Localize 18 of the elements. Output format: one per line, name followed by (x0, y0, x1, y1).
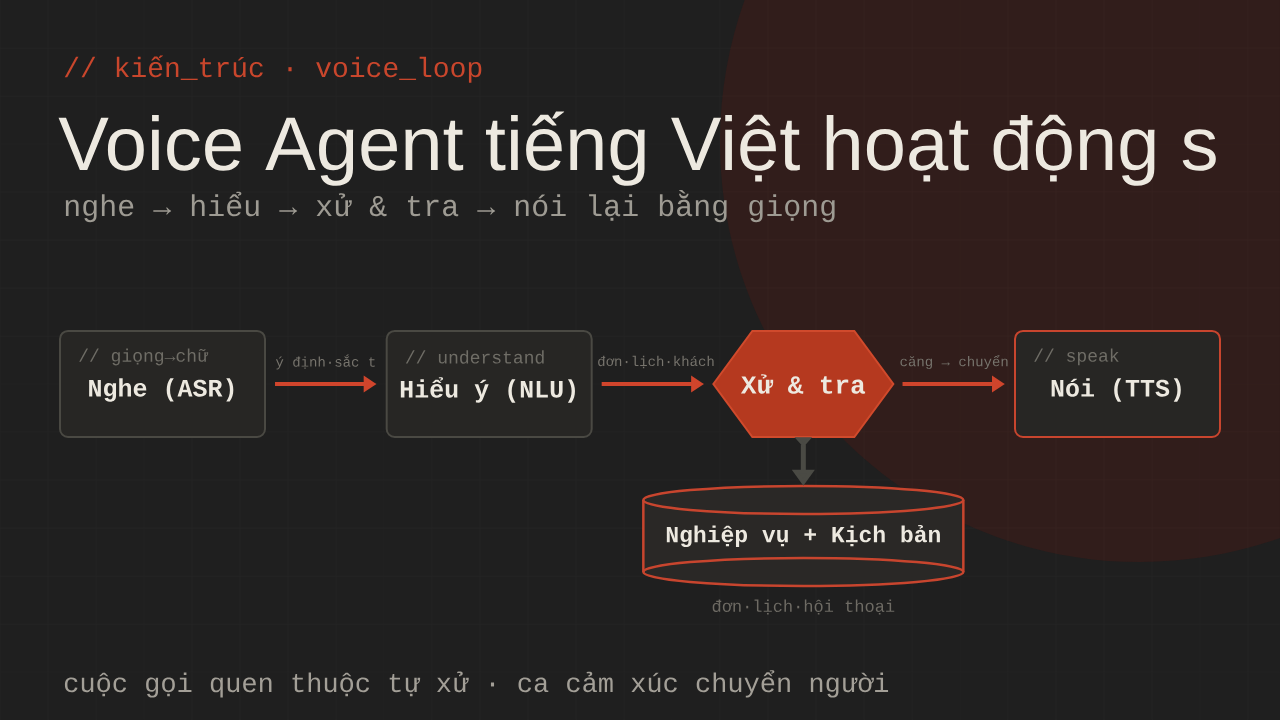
edge-label: đơn·lịch·khách (598, 355, 714, 369)
comment-tag: // giọng→chữ (79, 348, 209, 366)
title: Voice Agent tiếng Việt hoạt động s (58, 111, 1216, 186)
edge-label: căng → chuyển (900, 354, 1008, 370)
footer-note: cuộc gọi quen thuộc tự xử · ca cảm xúc chuyển người (64, 670, 889, 698)
process-box (385, 330, 593, 438)
subtitle: nghe → hiểu → xử & tra → nói lại bằng giọng (65, 189, 835, 223)
stage-label: Nói (TTS) (1051, 378, 1181, 402)
database-cylinder: Nghiệp vụ + Kịch bản (642, 484, 965, 588)
stage-label: Hiểu ý (NLU) (400, 377, 575, 403)
stage-label: Nghe (ASR) (89, 378, 234, 402)
comment-tag: // understand (405, 350, 544, 364)
process-box (1014, 330, 1221, 438)
comment-tag: // speak (1034, 348, 1119, 366)
process-box (59, 330, 266, 438)
section-tag: // kiến_trúc · voice_loop (64, 55, 482, 83)
node-label: đơn·lịch·hội thoại (712, 599, 895, 615)
edge-label: ý định·sắc t (275, 354, 375, 370)
